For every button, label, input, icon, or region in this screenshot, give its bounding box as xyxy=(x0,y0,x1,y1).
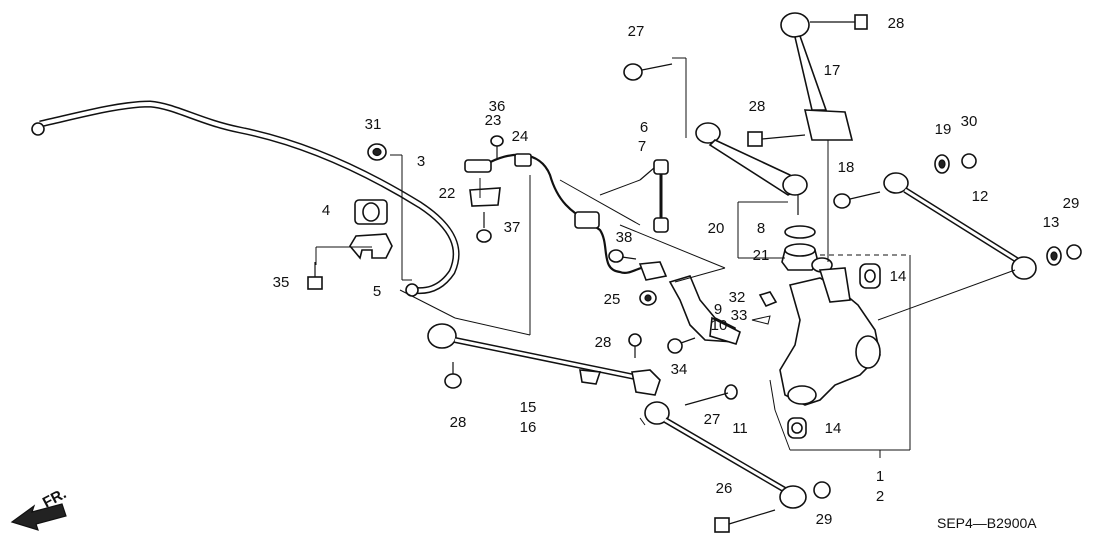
callout-label: 31 xyxy=(365,116,382,133)
callout-label: 28 xyxy=(749,98,766,115)
callout-label: 35 xyxy=(273,274,290,291)
callout-label: 26 xyxy=(716,480,733,497)
callout-label: 19 xyxy=(935,121,952,138)
callout-label: 38 xyxy=(616,229,633,246)
nut-25 xyxy=(639,290,657,306)
callout-label: 25 xyxy=(604,291,621,308)
lower-arm-b xyxy=(644,401,807,509)
callout-label: 10 xyxy=(711,317,728,334)
stabilizer-link xyxy=(639,159,669,233)
stabilizer-bar xyxy=(31,100,460,297)
callout-label: 11 xyxy=(732,420,748,437)
clip-33 xyxy=(751,315,771,325)
lower-arm xyxy=(427,323,661,396)
stabilizer-bushing xyxy=(354,199,388,225)
callout-label: 8 xyxy=(757,220,765,237)
bushing-14-top xyxy=(859,263,881,289)
sensor-bracket xyxy=(668,275,741,345)
upper-arm-b xyxy=(695,122,808,215)
bolt-28-arm xyxy=(747,131,806,147)
callout-label: 29 xyxy=(1063,195,1080,212)
upper-arm-a xyxy=(780,12,854,141)
callout-label: 24 xyxy=(512,128,529,145)
callout-label: 27 xyxy=(704,411,721,428)
callout-label: 30 xyxy=(961,113,978,130)
callout-label: 3 xyxy=(417,153,425,170)
bolt-36 xyxy=(490,135,504,160)
bolt-28-top xyxy=(810,14,868,30)
callout-label: 28 xyxy=(888,15,905,32)
callout-label: 12 xyxy=(972,188,989,205)
callout-label: 1 xyxy=(876,468,884,485)
bolt-37 xyxy=(476,212,492,243)
washer-13 xyxy=(1046,246,1062,266)
callout-label: 7 xyxy=(638,138,646,155)
bolt-38 xyxy=(608,249,637,263)
knuckle xyxy=(779,257,881,406)
bump-stop xyxy=(781,243,819,271)
bolt-34 xyxy=(667,337,696,354)
callout-label: 2 xyxy=(876,488,884,505)
bolt-18 xyxy=(833,191,881,209)
callout-label: 33 xyxy=(731,307,748,324)
nut-30 xyxy=(961,153,977,169)
callout-label: 27 xyxy=(628,23,645,40)
callout-label: 23 xyxy=(485,112,502,129)
callout-label: 29 xyxy=(816,511,833,528)
callout-label: 34 xyxy=(671,361,688,378)
callout-label: 37 xyxy=(504,219,521,236)
bolt-28-bottom xyxy=(444,362,462,389)
callout-label: 4 xyxy=(322,202,330,219)
seal-ring xyxy=(784,225,816,239)
flange-nut xyxy=(367,143,387,161)
callout-label: 14 xyxy=(890,268,907,285)
diagram-code: SEP4—B2900A xyxy=(937,515,1037,531)
callout-label: 9 xyxy=(714,301,722,318)
callout-label: 28 xyxy=(450,414,467,431)
direction-label: FR. xyxy=(40,485,69,511)
flange-bolt xyxy=(307,262,323,290)
callout-label: 14 xyxy=(825,420,842,437)
callout-label: 28 xyxy=(595,334,612,351)
bolt-27-bottom xyxy=(684,384,738,406)
bolt-26 xyxy=(714,509,776,533)
callout-label: 5 xyxy=(373,283,381,300)
wheel-sensor-harness xyxy=(464,153,668,281)
bolt-32 xyxy=(758,291,778,308)
callout-label: 6 xyxy=(640,119,648,136)
callout-label: 15 xyxy=(520,399,537,416)
bolt-28-mid xyxy=(628,333,642,358)
callout-label: 16 xyxy=(520,419,537,436)
callout-label: 36 xyxy=(489,98,506,115)
bushing-14-bottom xyxy=(787,417,807,439)
callout-label: 32 xyxy=(729,289,746,306)
link-arm xyxy=(883,172,1037,280)
callout-label: 17 xyxy=(824,62,841,79)
callout-label: 22 xyxy=(439,185,456,202)
washer-19 xyxy=(934,154,950,174)
callout-label: 13 xyxy=(1043,214,1060,231)
nut-29-bottom xyxy=(813,481,831,499)
callout-label: 18 xyxy=(838,159,855,176)
callout-label: 21 xyxy=(753,247,770,264)
callout-label: 20 xyxy=(708,220,725,237)
nut-29-right xyxy=(1066,244,1082,260)
front-direction-arrow: FR. xyxy=(10,485,69,531)
bushing-holder xyxy=(349,233,393,260)
leader-lines xyxy=(315,57,1016,458)
bolt-27-top xyxy=(623,63,673,81)
